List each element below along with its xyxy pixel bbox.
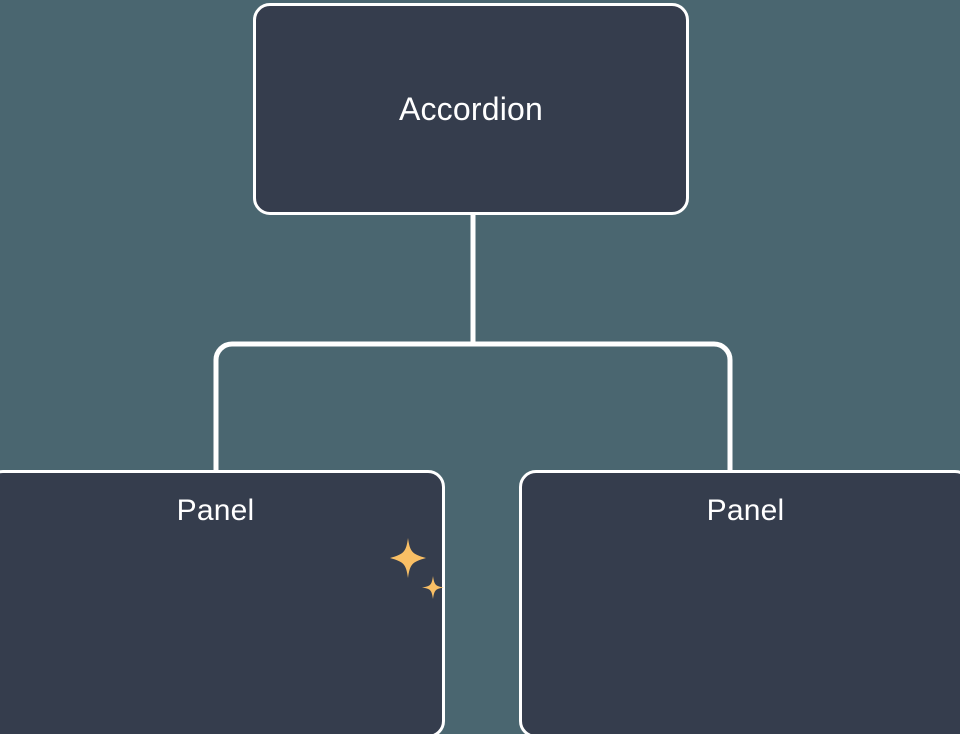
node-title: Panel — [176, 494, 255, 527]
edge-to-panel-right — [473, 341, 733, 470]
tree-node-panel-inactive[interactable]: Panel — [519, 470, 960, 734]
tree-node-panel-active[interactable]: Panel — [0, 470, 445, 734]
node-title: Accordion — [398, 90, 544, 127]
node-title: Panel — [706, 494, 785, 527]
tree-node-accordion[interactable]: Accordion — [253, 3, 689, 215]
edge-to-panel-left — [213, 341, 473, 470]
